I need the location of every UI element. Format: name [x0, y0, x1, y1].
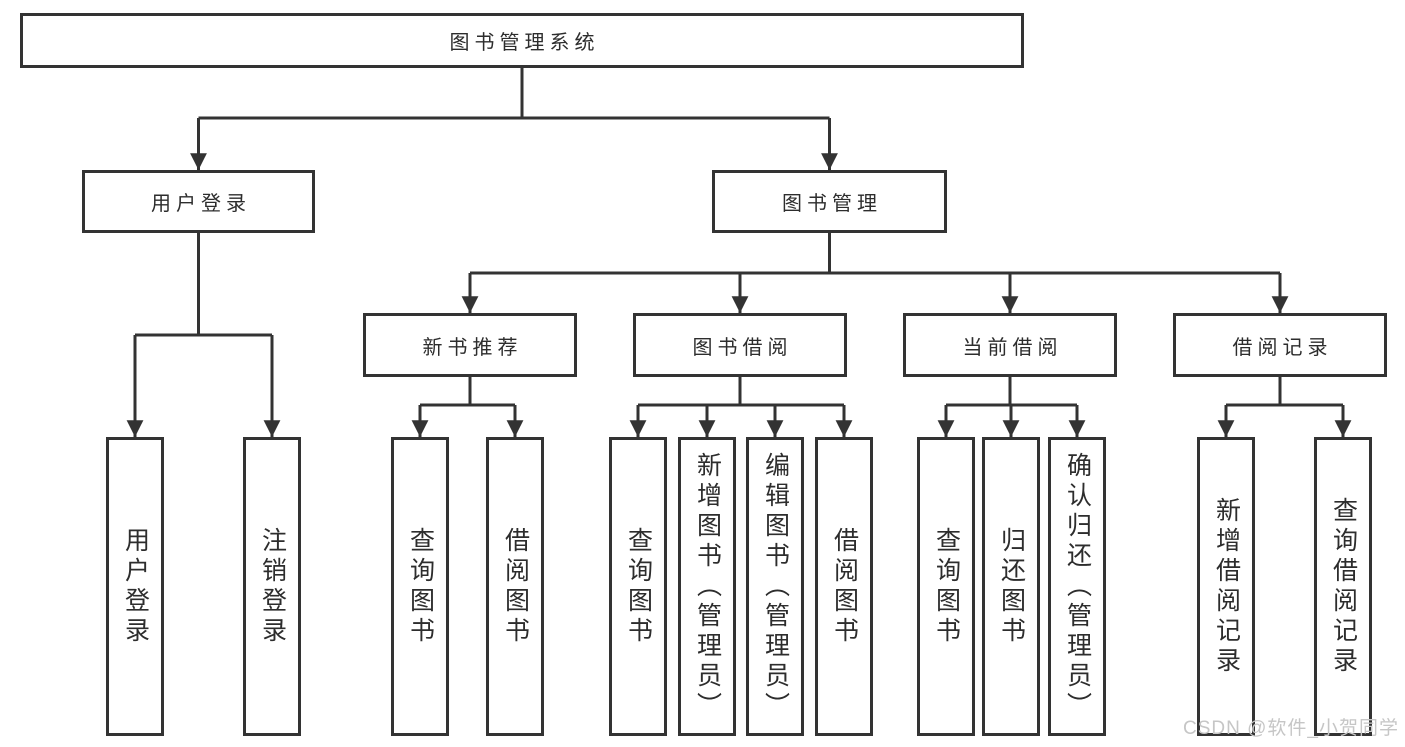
node-query-borrow-record: 查询借阅记录 [1314, 437, 1372, 736]
node-add-borrow-record: 新增借阅记录 [1197, 437, 1255, 736]
node-confirm-return-admin: 确认归还（管理员） [1048, 437, 1106, 736]
node-current-borrowing: 当前借阅 [903, 313, 1117, 377]
node-label: 确认归还（管理员） [1063, 451, 1092, 722]
node-user-login: 用户登录 [82, 170, 315, 233]
connector-records-to-leaves [1226, 377, 1343, 407]
csdn-watermark: CSDN @软件_小贺同学 [1183, 718, 1399, 739]
node-label: 用户登录 [121, 526, 150, 647]
node-label: 图书管理系统 [449, 32, 600, 54]
node-edit-book-admin: 编辑图书（管理员） [746, 437, 804, 736]
node-book-management: 图书管理 [712, 170, 947, 233]
connector-userlogin-to-leaves [135, 233, 272, 337]
node-label: 注销登录 [258, 526, 287, 647]
node-add-book-admin: 新增图书（管理员） [678, 437, 736, 736]
node-query-books-borrowing: 查询图书 [609, 437, 667, 736]
node-user-login-leaf: 用户登录 [106, 437, 164, 736]
node-label: 查询图书 [932, 526, 961, 647]
connector-current-to-leaves [946, 377, 1077, 407]
node-label: 图书借阅 [692, 336, 793, 359]
node-label: 查询借阅记录 [1329, 496, 1358, 677]
node-label: 图书管理 [782, 193, 882, 215]
node-label: 查询图书 [406, 526, 435, 647]
node-query-books-recommendation: 查询图书 [391, 437, 449, 736]
node-label: 查询图书 [624, 526, 653, 647]
node-new-book-recommendation: 新书推荐 [363, 313, 577, 377]
node-label: 编辑图书（管理员） [761, 451, 790, 722]
node-label: 新书推荐 [422, 336, 523, 359]
node-label: 新增图书（管理员） [693, 451, 722, 722]
node-label: 借阅图书 [830, 526, 859, 647]
node-label: 用户登录 [151, 193, 251, 215]
connector-root-to-level2 [198, 68, 830, 120]
node-label: 借阅图书 [501, 526, 530, 647]
connector-newbook-to-leaves [420, 377, 515, 407]
node-borrow-books-recommendation: 借阅图书 [486, 437, 544, 736]
node-label: 新增借阅记录 [1212, 496, 1241, 677]
node-label: 归还图书 [997, 526, 1026, 647]
node-label: 借阅记录 [1232, 336, 1333, 359]
node-borrowing-records: 借阅记录 [1173, 313, 1387, 377]
node-book-borrowing: 图书借阅 [633, 313, 847, 377]
connector-bookmgmt-to-level3 [470, 233, 1280, 275]
node-logout-leaf: 注销登录 [243, 437, 301, 736]
connector-borrowing-to-leaves [638, 377, 844, 407]
node-label: 当前借阅 [962, 336, 1063, 359]
node-borrow-books-borrowing: 借阅图书 [815, 437, 873, 736]
node-return-book: 归还图书 [982, 437, 1040, 736]
node-query-books-current: 查询图书 [917, 437, 975, 736]
node-library-management-system: 图书管理系统 [20, 13, 1024, 68]
